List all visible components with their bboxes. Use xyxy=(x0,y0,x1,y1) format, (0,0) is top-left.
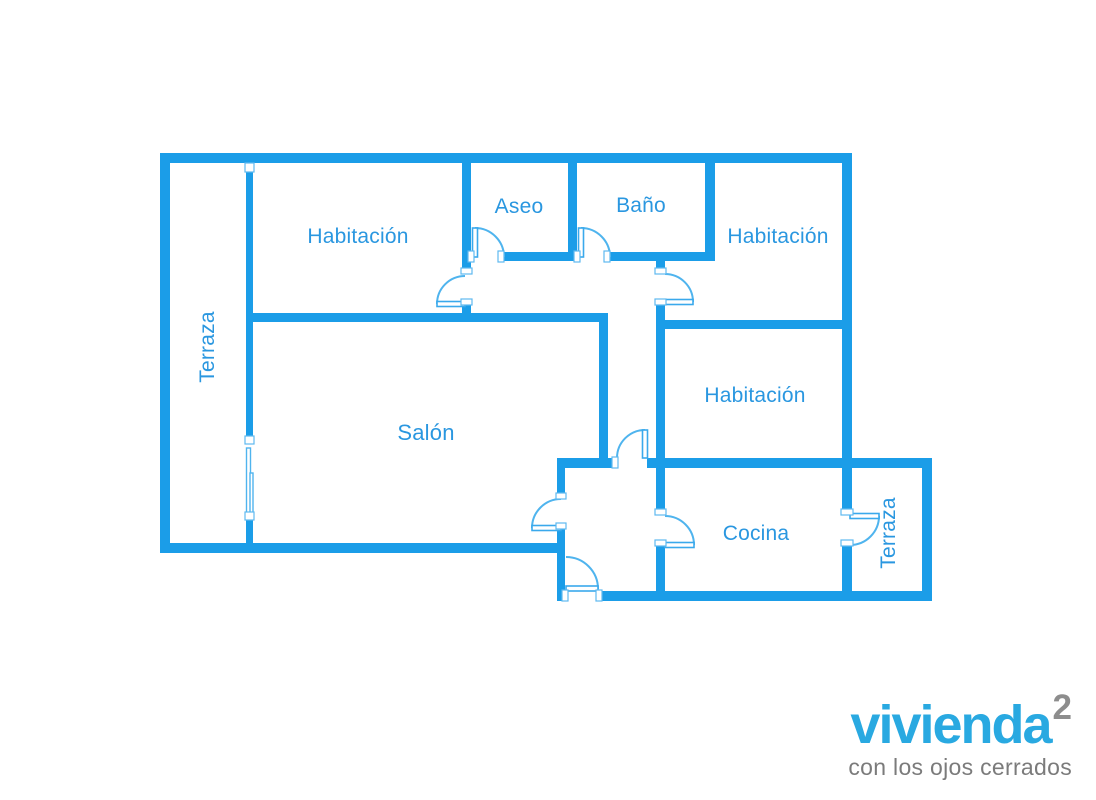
room-label-cocina: Cocina xyxy=(723,522,790,545)
jamb-mark xyxy=(611,456,619,469)
wall-bano-right xyxy=(705,163,715,260)
jamb-mark xyxy=(654,267,667,275)
wall-habitacion-tr-bottom xyxy=(656,320,852,329)
wall-corridor-right xyxy=(656,302,665,458)
wall-top-outer xyxy=(160,153,852,163)
door-arc-cocina xyxy=(664,515,695,546)
door-leaf-bano xyxy=(577,227,585,258)
room-label-bano: Baño xyxy=(616,194,666,217)
door-arc-corridor xyxy=(616,429,646,459)
room-label-habitacion-top-right: Habitación xyxy=(727,225,828,248)
wall-salon-top xyxy=(246,313,601,322)
room-label-terraza-bottom-right: Terraza xyxy=(877,497,900,569)
wall-vestibule-left-b xyxy=(557,528,565,601)
door-leaf-aseo xyxy=(471,227,479,258)
wall-left-outer xyxy=(160,153,170,553)
door-arc-habitacion-tr xyxy=(664,273,694,303)
jamb-mark xyxy=(555,492,567,500)
jamb-mark xyxy=(595,589,603,602)
window-terraza-salon xyxy=(245,447,254,515)
jamb-mark xyxy=(573,250,581,263)
door-leaf-habitacion-tr xyxy=(664,298,694,306)
brand-tagline: con los ojos cerrados xyxy=(848,754,1072,780)
door-leaf-entrance xyxy=(565,585,599,592)
room-label-habitacion-top-left: Habitación xyxy=(307,225,408,248)
jamb-mark xyxy=(244,511,255,521)
wall-cocina-terraza-b xyxy=(842,545,852,601)
room-label-salon: Salón xyxy=(397,420,454,445)
wall-cocina-terraza-a xyxy=(842,468,852,514)
jamb-mark xyxy=(244,162,255,173)
window-pane-icon xyxy=(249,472,254,514)
jamb-mark xyxy=(654,539,667,547)
wall-vestibule-right-b xyxy=(656,545,665,601)
jamb-mark xyxy=(840,508,854,516)
jamb-mark xyxy=(460,298,473,306)
wall-cocina-top xyxy=(647,458,932,468)
jamb-mark xyxy=(654,508,667,516)
door-leaf-cocina xyxy=(664,541,695,549)
jamb-mark xyxy=(460,267,473,275)
brand-name: vivienda xyxy=(850,695,1052,755)
wall-aseo-right xyxy=(568,163,577,261)
door-leaf-terraza-br xyxy=(849,512,880,520)
door-arc-entrance xyxy=(565,556,599,590)
wall-terraza-left-stub xyxy=(246,516,253,543)
wall-vestibule-right-a xyxy=(656,468,665,514)
wall-vestibule-top xyxy=(557,458,617,468)
jamb-mark xyxy=(497,250,505,263)
wall-bottom-right xyxy=(601,591,932,601)
room-labels: Terraza Habitación Aseo Baño Habitación … xyxy=(196,194,900,569)
jamb-mark xyxy=(555,522,567,530)
wall-vestibule-left-a xyxy=(557,458,565,499)
wall-aseo-left-stub xyxy=(462,304,471,322)
jamb-mark xyxy=(561,589,569,602)
wall-right-outer xyxy=(842,153,852,468)
jamb-mark xyxy=(244,435,255,445)
wall-terraza-left xyxy=(246,163,253,443)
walls xyxy=(160,153,932,601)
door-jamb-marks xyxy=(244,162,854,602)
wall-aseo-bottom xyxy=(503,252,577,261)
room-label-terraza-left: Terraza xyxy=(196,311,219,383)
jamb-mark xyxy=(654,298,667,306)
wall-bottom-left xyxy=(160,543,565,553)
wall-terraza-br-right xyxy=(922,458,932,601)
jamb-mark xyxy=(467,250,475,263)
brand-line: vivienda2 xyxy=(848,690,1072,752)
wall-corridor-right-stub xyxy=(656,252,665,273)
room-label-habitacion-right: Habitación xyxy=(704,384,805,407)
room-label-aseo: Aseo xyxy=(495,195,544,218)
door-leaf-corridor xyxy=(641,429,649,459)
brand-logo: vivienda2 con los ojos cerrados xyxy=(848,690,1072,779)
jamb-mark xyxy=(603,250,611,263)
jamb-mark xyxy=(840,539,854,547)
door-arc-habitacion-tl xyxy=(436,275,466,305)
wall-aseo-left xyxy=(462,163,471,274)
brand-superscript: 2 xyxy=(1052,688,1072,727)
door-arc-terraza-br xyxy=(849,515,880,546)
wall-salon-right xyxy=(599,313,608,458)
